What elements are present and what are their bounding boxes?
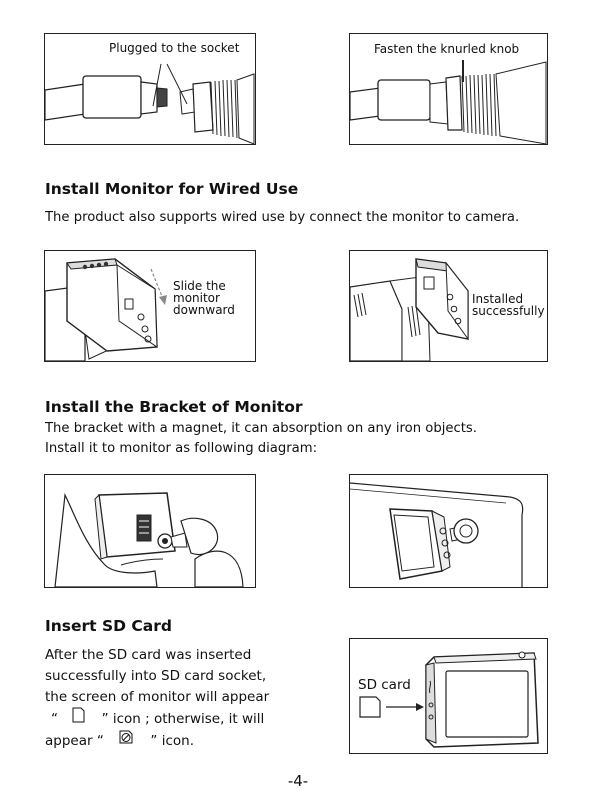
text-sd-5-pre: appear “ (45, 733, 104, 749)
page-number: -4- (287, 772, 309, 790)
heading-bracket: Install the Bracket of Monitor (45, 398, 303, 416)
figure-plugged-socket: Plugged to the socket (44, 33, 256, 145)
bracket-hands-illustration (54, 492, 244, 587)
text-sd-2: successfully into SD card socket, (45, 668, 267, 684)
caption-slide-3: downward (173, 303, 235, 317)
figure-slide-monitor: Slide the monitor downward (44, 250, 256, 362)
heading-wired-use: Install Monitor for Wired Use (45, 180, 299, 198)
text-sd-4: “ ” icon ; otherwise, it will (45, 707, 265, 729)
caption-fasten: Fasten the knurled knob (374, 42, 520, 56)
heading-sd-card: Insert SD Card (45, 617, 172, 635)
slide-monitor-illustration (45, 258, 167, 361)
text-sd-5: appear “ ” icon. (45, 729, 194, 751)
figure-bracket-install (44, 474, 256, 588)
text-sd-3: the screen of monitor will appear (45, 689, 270, 705)
installed-monitor-illustration (350, 258, 469, 361)
cable-connector-illustration (45, 63, 255, 144)
text-sd-1: After the SD card was inserted (45, 647, 252, 663)
caption-installed-2: successfully (472, 304, 545, 318)
caption-slide-2: monitor (173, 291, 220, 305)
figure-installed-monitor: Installed successfully (349, 250, 548, 362)
caption-installed-1: Installed (472, 292, 524, 306)
figure-sd-card-slot: SD card (349, 638, 548, 754)
sd-card-present-icon (72, 707, 85, 727)
text-wired-use: The product also supports wired use by c… (45, 210, 520, 225)
bracket-mounted-illustration (350, 482, 524, 587)
sd-card-monitor-illustration (359, 651, 539, 748)
figure-fasten-knob: Fasten the knurled knob (349, 33, 548, 145)
figure-bracket-mounted (349, 474, 548, 588)
text-bracket-1: The bracket with a magnet, it can absorp… (45, 421, 477, 436)
sd-card-missing-icon (118, 729, 134, 749)
caption-slide-1: Slide the (173, 279, 226, 293)
caption-sd-card: SD card (358, 677, 411, 693)
text-sd-5-post: ” icon. (150, 733, 194, 749)
text-bracket-2: Install it to monitor as following diagr… (45, 441, 318, 456)
knurled-knob-illustration (350, 60, 547, 144)
caption-plugged: Plugged to the socket (109, 41, 240, 55)
quote-open: “ (51, 711, 58, 727)
text-sd-4-rest: ” icon ; otherwise, it will (101, 711, 265, 727)
